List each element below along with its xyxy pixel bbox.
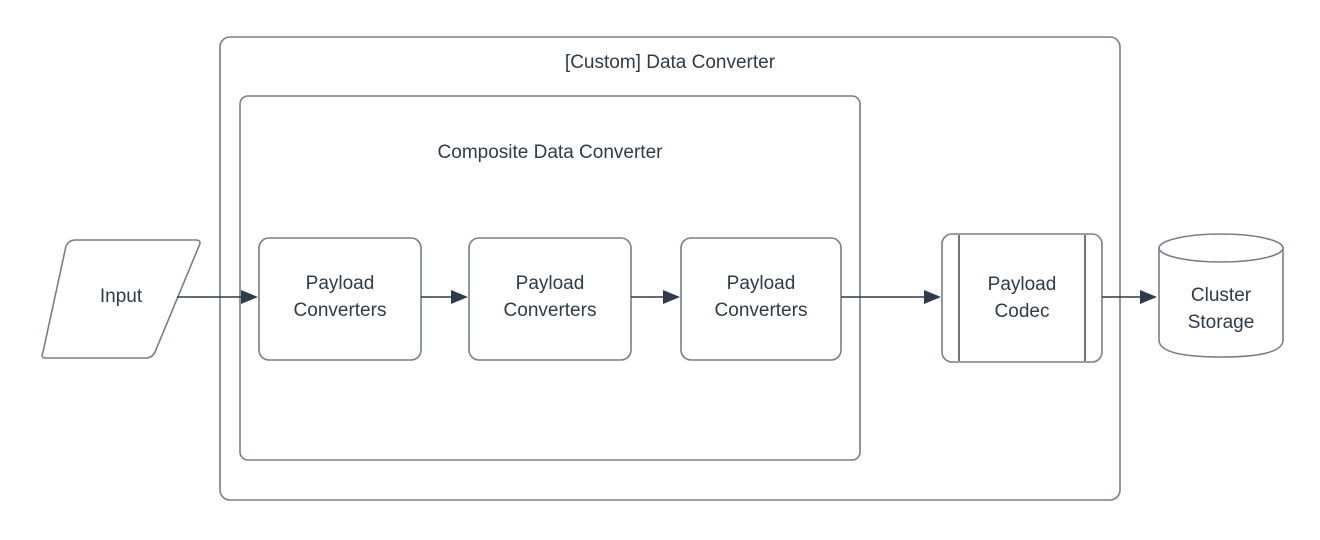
node-payload-codec-label-line1: Payload <box>988 274 1057 295</box>
node-input-label: Input <box>100 286 143 307</box>
edge-converter1-to-converter2-arrowhead <box>451 290 468 304</box>
node-payload-converters-1-label-line2: Converters <box>294 300 387 321</box>
node-payload-converters-2-label-line2: Converters <box>504 300 597 321</box>
node-cluster-storage-label-line1: Cluster <box>1191 285 1252 306</box>
container-composite-data-converter-label: Composite Data Converter <box>438 142 664 163</box>
node-cluster-storage-top-ellipse <box>1158 233 1284 263</box>
edge-codec-to-cluster-storage-arrowhead <box>1140 290 1157 304</box>
node-payload-converters-2[interactable] <box>468 237 632 361</box>
node-payload-converters-1-label-line1: Payload <box>306 273 375 294</box>
node-cluster-storage[interactable] <box>1158 247 1284 358</box>
container-custom-data-converter[interactable] <box>219 36 1121 501</box>
node-cluster-storage-label-line2: Storage <box>1188 312 1255 333</box>
node-payload-converters-1[interactable] <box>258 237 422 361</box>
container-composite-data-converter[interactable] <box>239 95 861 461</box>
node-payload-converters-2-label-line1: Payload <box>516 273 585 294</box>
node-payload-converters-3[interactable] <box>680 237 842 361</box>
node-payload-converters-3-label-line1: Payload <box>727 273 796 294</box>
node-payload-codec-label-line2: Codec <box>995 301 1050 322</box>
node-payload-codec[interactable] <box>941 233 1103 363</box>
edge-input-to-converter1-arrowhead <box>241 290 258 304</box>
node-payload-converters-3-label-line2: Converters <box>715 300 808 321</box>
edge-converter2-to-converter3-arrowhead <box>663 290 680 304</box>
node-input[interactable] <box>41 239 201 359</box>
container-custom-data-converter-label: [Custom] Data Converter <box>565 52 776 73</box>
edge-converter3-to-codec-arrowhead <box>924 290 941 304</box>
